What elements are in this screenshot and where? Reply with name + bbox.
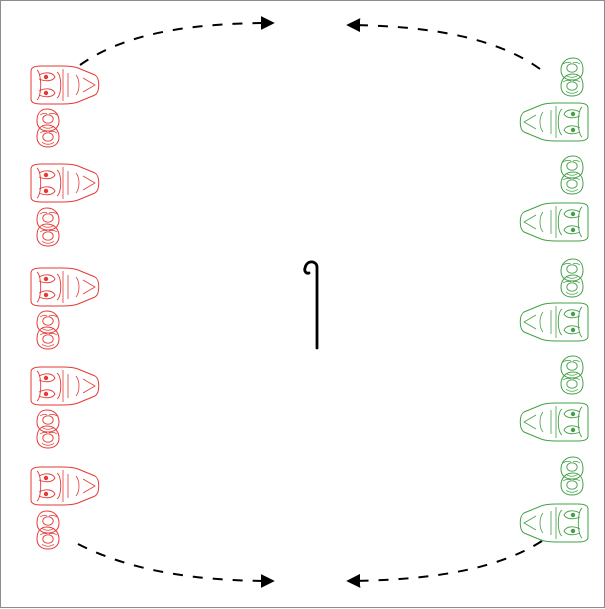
eye-mask-icon [561,156,583,194]
eye-mask-icon [561,58,583,96]
left-mask-group [30,65,100,550]
tribal-mask-icon [30,267,100,307]
right-mask-group [520,58,588,542]
tribal-mask-icon [520,203,588,241]
eye-mask-icon [36,310,60,350]
tribal-mask-icon [30,65,100,105]
tribal-mask-icon [520,403,588,441]
tribal-mask-icon [30,466,100,506]
eye-mask-icon [36,108,60,148]
bottom-left-arrow [77,543,275,588]
top-right-arrow [346,18,541,70]
eye-mask-icon [36,510,60,550]
eye-mask-icon [561,259,583,297]
eye-mask-icon [561,356,583,394]
tribal-mask-icon [520,103,588,141]
motion-arrows [77,16,543,588]
tribal-mask-icon [30,163,100,203]
eye-mask-icon [36,409,60,449]
eye-mask-icon [36,207,60,247]
eye-mask-icon [561,457,583,495]
walking-cane-icon [303,260,319,350]
tribal-mask-icon [30,366,100,406]
bottom-right-arrow [346,540,543,588]
top-left-arrow [79,16,275,66]
tribal-mask-icon [520,303,588,341]
tribal-mask-icon [520,504,588,542]
